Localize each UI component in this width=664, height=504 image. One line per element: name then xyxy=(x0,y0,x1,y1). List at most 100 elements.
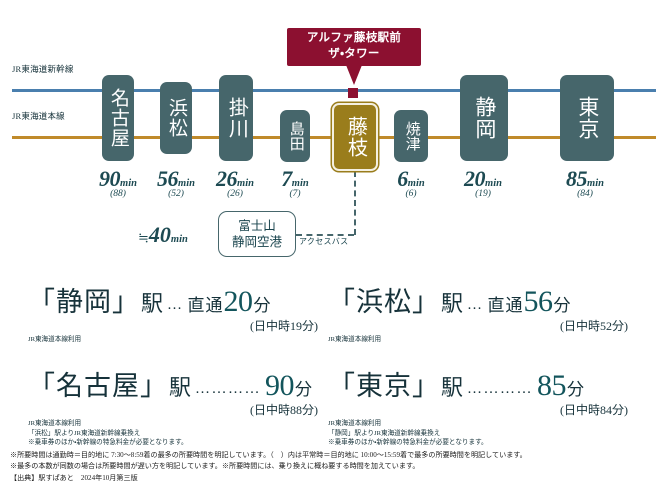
rail-segment-shinkansen xyxy=(614,89,656,92)
station-label: 藤枝 xyxy=(344,116,367,158)
card-station-name: 浜松 xyxy=(356,287,412,317)
station-fujieda: 藤枝 xyxy=(332,103,378,171)
card-note: 「静岡」駅よりJR東海道新幹線乗換え xyxy=(328,429,441,437)
card-station-name: 静岡 xyxy=(56,287,112,317)
card-eki-label: 駅 xyxy=(441,375,464,400)
card-eki-label: 駅 xyxy=(141,291,164,316)
rail-segment-shinkansen xyxy=(508,89,560,92)
time-value: 26 xyxy=(216,166,238,191)
card-note: JR東海道本線利用 xyxy=(328,336,382,343)
time-daytime: (7) xyxy=(289,189,301,199)
station-hamamatsu: 浜松 xyxy=(160,82,192,154)
bracket-close: 」 xyxy=(112,287,140,317)
station-label: 東京 xyxy=(575,96,600,140)
card-minutes-unit: 分 xyxy=(553,296,571,315)
time-unit: min xyxy=(178,178,195,189)
time-daytime: (26) xyxy=(227,189,243,199)
station-yaizu: 焼津 xyxy=(394,110,428,162)
card-note: JR東海道本線利用 xyxy=(28,420,82,427)
time-value: 40 xyxy=(148,222,171,247)
card-note: JR東海道本線利用 xyxy=(328,420,382,427)
card-minutes-unit: 分 xyxy=(295,380,313,399)
time-unit: min xyxy=(291,178,309,189)
bracket-close: 」 xyxy=(140,371,168,401)
card-note: ※乗車券のほか・新幹線の特急料金が必要となります。 xyxy=(328,439,488,447)
card-station-name: 東京 xyxy=(356,371,412,401)
rail-segment-honsen xyxy=(12,136,102,139)
station-label: 島田 xyxy=(287,121,304,151)
rail-label-honsen: JR東海道本線 xyxy=(12,111,65,121)
card-direct-label: 直通 xyxy=(487,296,524,315)
card-minutes: 56 xyxy=(523,285,554,318)
callout-line1: アルファ藤枝駅前 xyxy=(306,32,402,45)
rail-segment-honsen xyxy=(508,136,560,139)
travel-time-hamamatsu: 56min (52) xyxy=(145,166,207,199)
card-eki-label: 駅 xyxy=(169,375,192,400)
time-unit: min xyxy=(587,178,604,189)
airport-travel-time: ≒40min xyxy=(138,222,188,248)
card-minutes-unit: 分 xyxy=(253,296,271,315)
time-unit: min xyxy=(485,178,502,189)
card-minutes-unit: 分 xyxy=(567,380,585,399)
footer-line-2: ※最多の本数が同数の場合は所要時間が遅い方を明記しています。※所要時間には、乗り… xyxy=(10,462,420,471)
time-value: 6 xyxy=(397,166,408,191)
airport-line1: 富士山 xyxy=(238,218,276,233)
rail-segment-shinkansen xyxy=(192,89,219,92)
card-minutes: 20 xyxy=(223,285,254,318)
card-daytime: (日中時19分) xyxy=(250,319,318,333)
time-daytime: (88) xyxy=(110,189,126,199)
card-note: ※乗車券のほか・新幹線の特急料金が必要となります。 xyxy=(28,439,188,447)
station-kakegawa: 掛川 xyxy=(219,75,253,161)
time-unit: min xyxy=(407,178,425,189)
time-unit: min xyxy=(170,234,188,245)
bracket-close: 」 xyxy=(412,287,440,317)
airport-node: 富士山 静岡空港 xyxy=(218,211,296,257)
bracket-open: 「 xyxy=(328,371,356,401)
time-value: 20 xyxy=(464,166,486,191)
station-tokyo: 東京 xyxy=(560,75,614,161)
station-label: 静岡 xyxy=(472,96,497,140)
property-callout-banner: アルファ藤枝駅前 ザ・タワー xyxy=(287,28,421,66)
transit-diagram: JR東海道新幹線 JR東海道本線 アルファ藤枝駅前 ザ・タワー 名古屋 浜松 掛… xyxy=(12,28,656,257)
footer-disclaimer: ※所要時間は通勤時＝目的地に 7:30～8:59着の最多の所要時間を明記していま… xyxy=(10,450,656,484)
card-daytime: (日中時88分) xyxy=(250,403,318,417)
property-marker-icon xyxy=(348,88,358,98)
card-note: JR東海道本線利用 xyxy=(28,336,82,343)
bracket-close: 」 xyxy=(412,371,440,401)
card-daytime: (日中時52分) xyxy=(560,319,628,333)
access-route-horizontal xyxy=(296,234,354,236)
card-station-name: 名古屋 xyxy=(56,371,140,401)
time-daytime: (6) xyxy=(405,189,417,199)
station-label: 焼津 xyxy=(403,121,420,151)
card-dots: … xyxy=(467,297,484,313)
station-shimada: 島田 xyxy=(280,110,310,162)
station-label: 浜松 xyxy=(165,98,187,138)
station-shizuoka: 静岡 xyxy=(460,75,508,161)
time-value: 56 xyxy=(157,166,179,191)
time-unit: min xyxy=(120,178,137,189)
card-dots: ………… xyxy=(467,381,534,397)
rail-segment-shinkansen xyxy=(12,89,102,92)
station-nagoya: 名古屋 xyxy=(102,75,134,161)
rail-segment-honsen xyxy=(310,136,332,139)
rail-segment-honsen xyxy=(428,136,460,139)
access-bus-label: アクセスバス xyxy=(299,237,349,246)
rail-segment-honsen xyxy=(192,136,219,139)
card-daytime: (日中時84分) xyxy=(560,403,628,417)
card-dots: ………… xyxy=(195,381,262,397)
card-minutes: 85 xyxy=(537,369,567,402)
travel-time-nagoya: 90min (88) xyxy=(85,166,151,199)
footer-line-3: 【出典】駅すぱあと 2024年10月第三版 xyxy=(10,473,138,482)
callout-line2: ザ・タワー xyxy=(328,48,380,60)
time-value: 85 xyxy=(566,166,588,191)
callout-pointer-icon xyxy=(346,65,362,85)
time-unit: min xyxy=(237,178,254,189)
bracket-open: 「 xyxy=(328,287,356,317)
access-route-vertical xyxy=(354,171,356,235)
